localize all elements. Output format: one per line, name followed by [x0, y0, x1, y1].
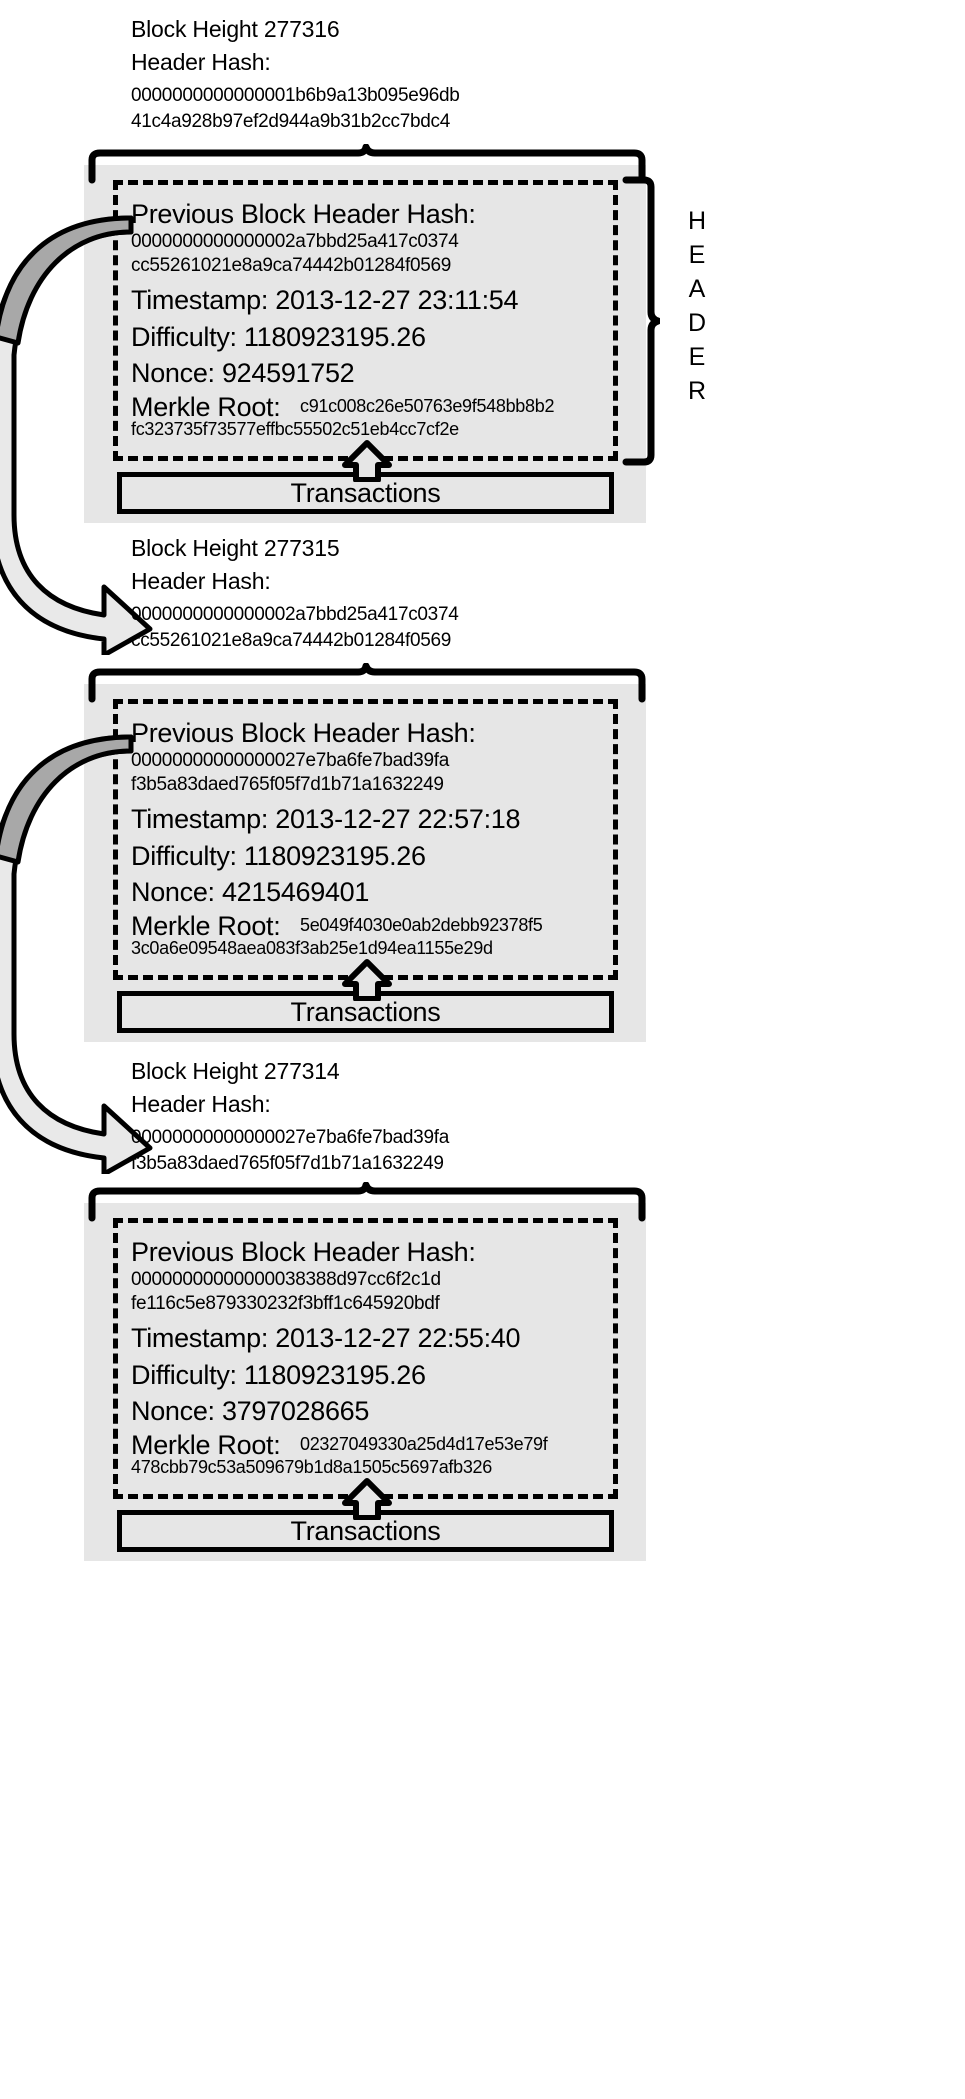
- block-caption-277315: Block Height 277315 Header Hash: 0000000…: [131, 535, 459, 654]
- header-hash-label: Header Hash:: [131, 568, 271, 594]
- merkle-root-line1: c91c008c26e50763e9f548bb8b2: [300, 396, 555, 416]
- header-hash-line1: 0000000000000001b6b9a13b095e96db: [131, 85, 460, 106]
- previous-block-header-hash-label: Previous Block Header Hash:: [131, 1237, 476, 1267]
- header-hash-line2: f3b5a83daed765f05f7d1b71a1632249: [131, 1153, 444, 1175]
- previous-block-header-hash-label: Previous Block Header Hash:: [131, 718, 476, 748]
- previous-block-header-hash-line1: 00000000000000027e7ba6fe7bad39fa: [131, 750, 449, 771]
- previous-block-header-hash-line2: cc55261021e8a9ca74442b01284f0569: [131, 255, 452, 276]
- header-hash-label: Header Hash:: [131, 49, 271, 75]
- header-hash-line1: 0000000000000002a7bbd25a417c0374: [131, 604, 459, 625]
- header-letter-a: A: [688, 275, 706, 303]
- header-hash-line2: cc55261021e8a9ca74442b01284f0569: [131, 630, 452, 652]
- header-letter-e1: E: [688, 241, 706, 269]
- transactions-box-277314: Transactions: [117, 1510, 614, 1552]
- header-vertical-label: H E A D E R: [679, 204, 715, 408]
- previous-block-header-hash-label: Previous Block Header Hash:: [131, 199, 476, 229]
- merkle-root-line2: fc323735f73577effbc55502c51eb4cc7cf2e: [131, 419, 459, 439]
- nonce-field: Nonce: 4215469401: [131, 877, 370, 907]
- difficulty-field: Difficulty: 1180923195.26: [131, 322, 426, 352]
- transactions-label: Transactions: [290, 1515, 441, 1546]
- block-height-label: Block Height 277314: [131, 1058, 340, 1084]
- merkle-root-label: Merkle Root:: [131, 1430, 281, 1460]
- merkle-root-label: Merkle Root:: [131, 392, 281, 422]
- merkle-root-line2: 3c0a6e09548aea083f3ab25e1d94ea1155e29d: [131, 938, 493, 958]
- header-hash-line2: 41c4a928b97ef2d944a9b31b2cc7bdc4: [131, 111, 450, 133]
- header-letter-e2: E: [688, 343, 706, 371]
- block-height-label: Block Height 277315: [131, 535, 340, 561]
- nonce-field: Nonce: 3797028665: [131, 1396, 370, 1426]
- header-letter-r: R: [687, 377, 707, 405]
- nonce-field: Nonce: 924591752: [131, 358, 355, 388]
- previous-block-header-hash-line2: f3b5a83daed765f05f7d1b71a1632249: [131, 774, 444, 795]
- header-letter-h: H: [687, 207, 707, 235]
- merkle-root-line1: 5e049f4030e0ab2debb92378f5: [300, 915, 543, 935]
- header-letter-d: D: [687, 309, 707, 337]
- merkle-root-line1: 02327049330a25d4d17e53e79f: [300, 1434, 548, 1454]
- difficulty-field: Difficulty: 1180923195.26: [131, 1360, 426, 1390]
- previous-block-header-hash-line2: fe116c5e879330232f3bff1c645920bdf: [131, 1293, 440, 1314]
- merkle-root-line2: 478cbb79c53a509679b1d8a1505c5697afb326: [131, 1457, 492, 1477]
- transactions-box-277315: Transactions: [117, 991, 614, 1033]
- timestamp-field: Timestamp: 2013-12-27 23:11:54: [131, 285, 519, 315]
- timestamp-field: Timestamp: 2013-12-27 22:55:40: [131, 1323, 521, 1353]
- header-hash-line1: 00000000000000027e7ba6fe7bad39fa: [131, 1127, 449, 1148]
- timestamp-field: Timestamp: 2013-12-27 22:57:18: [131, 804, 521, 834]
- block-caption-277314: Block Height 277314 Header Hash: 0000000…: [131, 1060, 449, 1177]
- header-hash-label: Header Hash:: [131, 1091, 271, 1117]
- transactions-label: Transactions: [290, 996, 441, 1027]
- previous-block-header-hash-line1: 0000000000000002a7bbd25a417c0374: [131, 231, 459, 252]
- previous-block-header-hash-line1: 00000000000000038388d97cc6f2c1d: [131, 1269, 441, 1290]
- transactions-box-277316: Transactions: [117, 472, 614, 514]
- block-caption-277316: Block Height 277316 Header Hash: 0000000…: [131, 18, 460, 135]
- transactions-label: Transactions: [290, 477, 441, 508]
- difficulty-field: Difficulty: 1180923195.26: [131, 841, 426, 871]
- block-height-label: Block Height 277316: [131, 16, 340, 42]
- merkle-root-label: Merkle Root:: [131, 911, 281, 941]
